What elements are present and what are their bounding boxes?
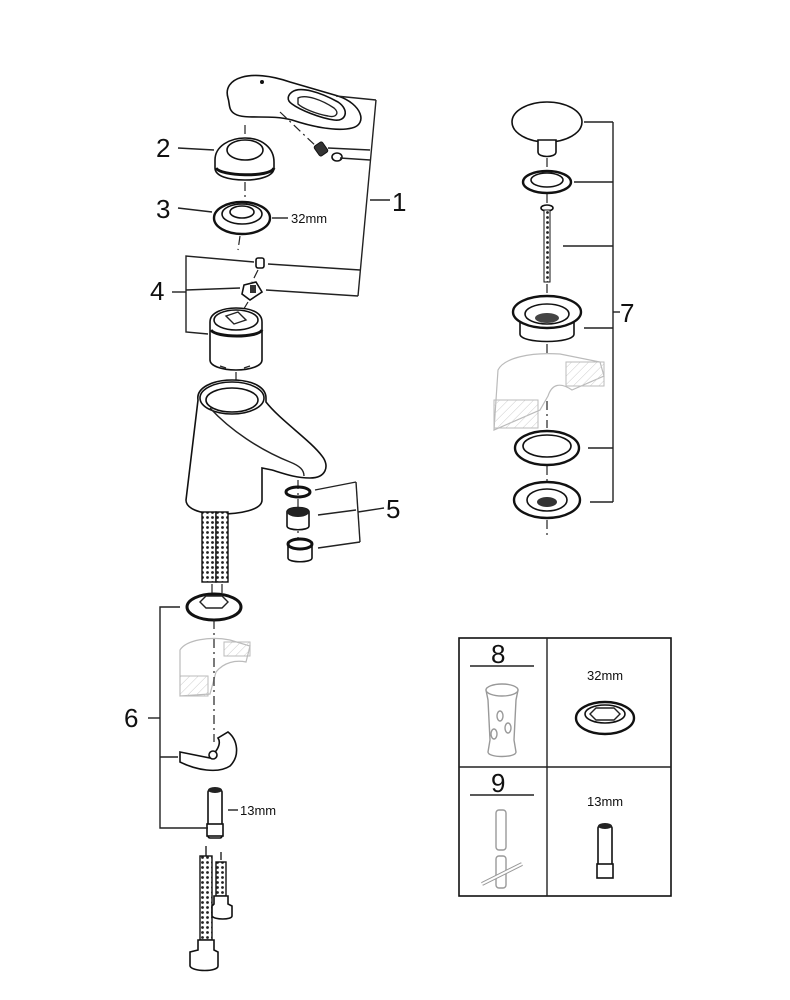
grub-screw xyxy=(313,141,329,157)
nut-size-label: 32mm xyxy=(291,211,327,226)
callout-leader-2 xyxy=(177,147,215,151)
aerator-housing xyxy=(286,537,314,563)
cartridge xyxy=(209,307,264,371)
tool-number-8: 8 xyxy=(491,639,505,669)
waste-flange xyxy=(511,294,583,343)
tool-8-socket xyxy=(485,683,519,758)
fixing-washer xyxy=(185,592,243,622)
callout-number-2: 2 xyxy=(156,133,170,163)
callout-bracket-7 xyxy=(563,121,620,503)
tool-table-stud xyxy=(596,823,614,879)
callout-number-4: 4 xyxy=(150,276,164,306)
callout-number-7: 7 xyxy=(620,298,634,328)
horseshoe-plate xyxy=(179,731,238,772)
cartridge-screw xyxy=(255,257,265,269)
tool-9-key xyxy=(481,809,523,889)
escutcheon-cover xyxy=(214,137,276,181)
waste-ring xyxy=(513,429,581,467)
waste-bolt xyxy=(540,204,554,283)
callout-bracket-4 xyxy=(172,255,255,335)
tools-table xyxy=(458,637,672,897)
cartridge-adapter xyxy=(241,281,264,301)
callout-bracket-1 xyxy=(265,95,390,297)
tool-table-size-13mm: 13mm xyxy=(587,794,623,809)
tool-number-9: 9 xyxy=(491,768,505,798)
callout-leader-3 xyxy=(177,207,213,213)
callout-number-1: 1 xyxy=(392,187,406,217)
callout-number-5: 5 xyxy=(386,494,400,524)
waste-body xyxy=(512,480,582,520)
flexible-hoses-upper xyxy=(201,511,229,583)
grub-screw-cap xyxy=(331,152,343,162)
popup-plug xyxy=(511,101,583,158)
tool-table-nut xyxy=(574,700,636,736)
flexible-hoses-lower xyxy=(189,846,233,972)
plug-seal-ring xyxy=(521,169,573,195)
basin-section-ghost-right xyxy=(493,353,605,431)
stud-size-label: 13mm xyxy=(240,803,276,818)
retaining-nut xyxy=(212,200,272,236)
callout-number-3: 3 xyxy=(156,194,170,224)
basin-section-ghost-left xyxy=(179,637,251,697)
callout-number-6: 6 xyxy=(124,703,138,733)
tap-body xyxy=(185,379,327,515)
threaded-stud xyxy=(206,787,224,839)
tool-table-size-32mm: 32mm xyxy=(587,668,623,683)
callout-bracket-5 xyxy=(314,481,385,549)
aerator-washer xyxy=(284,485,312,499)
callout-bracket-6 xyxy=(148,606,208,829)
aerator-insert xyxy=(286,506,310,531)
lever-handle xyxy=(226,74,362,131)
